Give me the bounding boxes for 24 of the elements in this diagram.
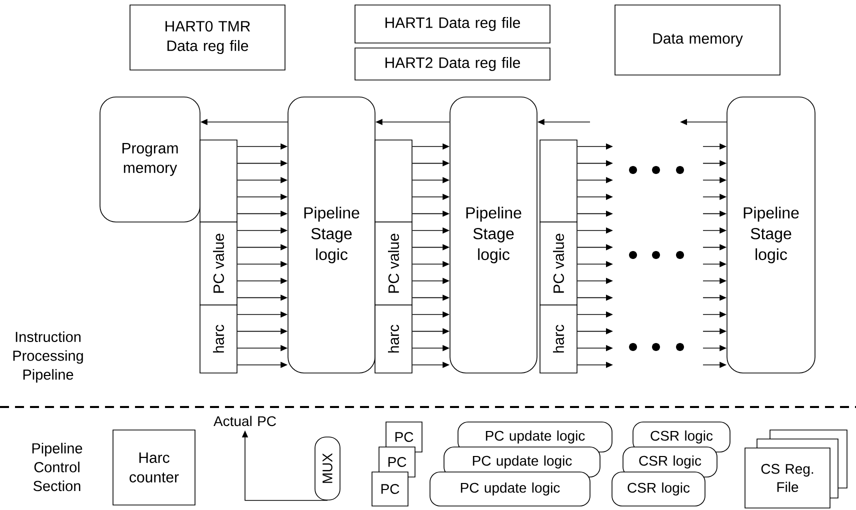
register-file-box: HART0 TMR Data reg file bbox=[130, 4, 286, 70]
logic-box: PC update logic bbox=[430, 472, 590, 506]
register-field-box: harc bbox=[540, 304, 578, 374]
section-label: Instruction Processing Pipeline bbox=[13, 331, 83, 383]
multiplexer-box: MUX bbox=[314, 436, 340, 500]
register-file-box: HART2 Data reg file bbox=[354, 48, 550, 80]
logic-box: CSR logic bbox=[612, 472, 706, 506]
register-file-box: HART1 Data reg file bbox=[354, 4, 550, 44]
register-box: PC bbox=[372, 472, 408, 506]
signal-label: Actual PC bbox=[214, 416, 276, 426]
register-field-box: PC value bbox=[540, 222, 578, 306]
pipeline-stage-box: Pipeline Stage logic bbox=[450, 96, 538, 374]
pipeline-register-box bbox=[374, 140, 412, 222]
counter-box: Harc counter bbox=[112, 430, 196, 506]
section-label: Pipeline Control Section bbox=[32, 442, 82, 492]
register-field-box: PC value bbox=[374, 222, 412, 306]
register-file-stack: CS Reg. File bbox=[744, 430, 848, 508]
register-field-box: harc bbox=[374, 304, 412, 374]
pipeline-register-box bbox=[200, 140, 238, 222]
register-field-box: harc bbox=[200, 304, 238, 374]
memory-box: Data memory bbox=[614, 4, 780, 76]
pipeline-stage-box: Pipeline Stage logic bbox=[726, 96, 816, 374]
register-field-box: PC value bbox=[200, 222, 238, 306]
pipeline-register-box bbox=[540, 140, 578, 222]
